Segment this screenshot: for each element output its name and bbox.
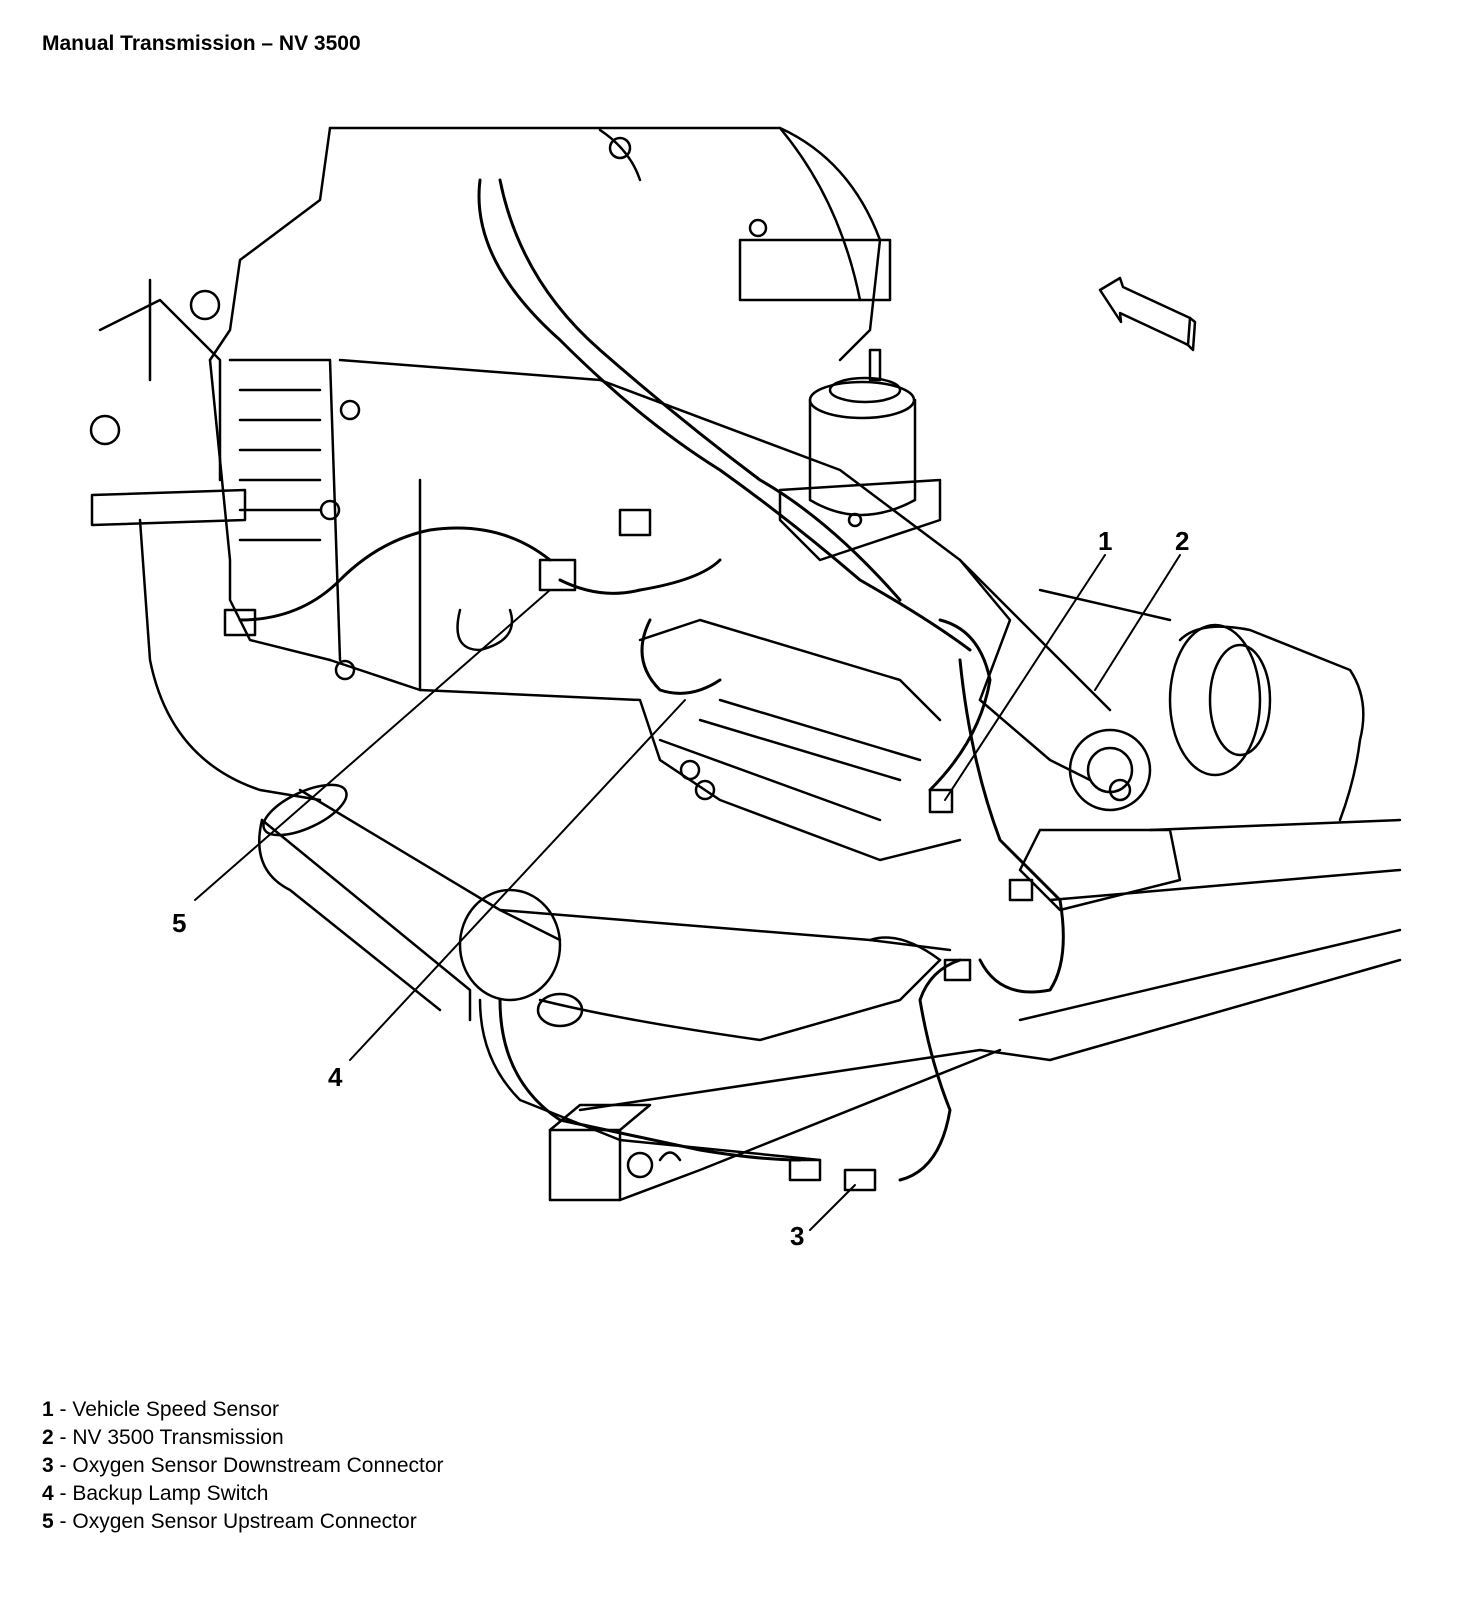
direction-arrow-icon — [1098, 276, 1197, 352]
legend-number: 3 — [42, 1454, 54, 1477]
legend-number: 2 — [42, 1426, 54, 1449]
leader-lines — [194, 554, 1181, 1231]
exhaust-system — [258, 783, 952, 1162]
legend-number: 4 — [42, 1482, 54, 1505]
tail-housing — [958, 558, 1182, 912]
callout-3: 3 — [790, 1221, 804, 1251]
legend-number: 1 — [42, 1398, 54, 1421]
legend-row: 1 - Vehicle Speed Sensor — [42, 1398, 280, 1421]
callout-1: 1 — [1098, 526, 1112, 556]
callout-4: 4 — [328, 1062, 343, 1092]
legend: 1 - Vehicle Speed Sensor 2 - NV 3500 Tra… — [42, 1396, 444, 1536]
legend-number: 5 — [42, 1510, 54, 1533]
legend-row: 4 - Backup Lamp Switch — [42, 1482, 269, 1505]
leader-line-5 — [194, 589, 551, 901]
leader-line-3 — [809, 1184, 856, 1231]
frame-rail — [548, 1048, 1052, 1202]
drive-shaft — [1018, 588, 1402, 1062]
leader-line-1 — [944, 554, 1106, 801]
legend-row: 2 - NV 3500 Transmission — [42, 1426, 284, 1449]
transmission-case — [319, 358, 1012, 862]
callout-5: 5 — [172, 908, 186, 938]
leader-line-2 — [1094, 554, 1181, 691]
connectors — [223, 508, 1034, 1192]
legend-label: NV 3500 Transmission — [72, 1426, 284, 1449]
legend-label: Oxygen Sensor Upstream Connector — [72, 1510, 417, 1533]
legend-row: 5 - Oxygen Sensor Upstream Connector — [42, 1510, 417, 1533]
legend-label: Backup Lamp Switch — [72, 1482, 269, 1505]
legend-label: Vehicle Speed Sensor — [72, 1398, 280, 1421]
legend-label: Oxygen Sensor Downstream Connector — [72, 1454, 444, 1477]
bell-housing — [208, 126, 892, 362]
leader-line-4 — [349, 699, 686, 1061]
diagram-title: Manual Transmission – NV 3500 — [42, 32, 361, 55]
legend-row: 3 - Oxygen Sensor Downstream Connector — [42, 1454, 444, 1477]
callout-2: 2 — [1175, 526, 1189, 556]
wiring-harness — [238, 178, 1065, 1182]
shift-tower — [778, 348, 942, 562]
engine-block — [89, 278, 342, 802]
